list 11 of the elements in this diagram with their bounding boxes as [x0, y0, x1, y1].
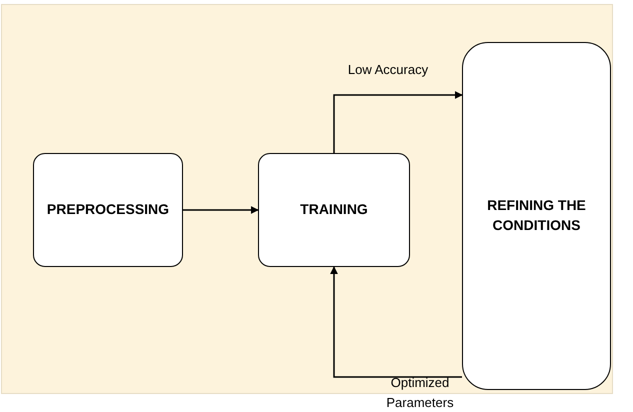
arrow: [183, 206, 259, 214]
process-box: [258, 153, 410, 267]
edge-label: Optimized Parameters: [385, 374, 455, 412]
node-label: PREPROCESSING: [46, 200, 170, 220]
arrow: [333, 91, 463, 153]
edge-label: Low Accuracy: [346, 61, 430, 79]
process-box: [33, 153, 183, 267]
node-label: REFINING THE CONDITIONS: [486, 196, 587, 235]
node-label: TRAINING: [300, 200, 368, 220]
arrow: [330, 266, 462, 378]
process-box: [462, 42, 611, 390]
